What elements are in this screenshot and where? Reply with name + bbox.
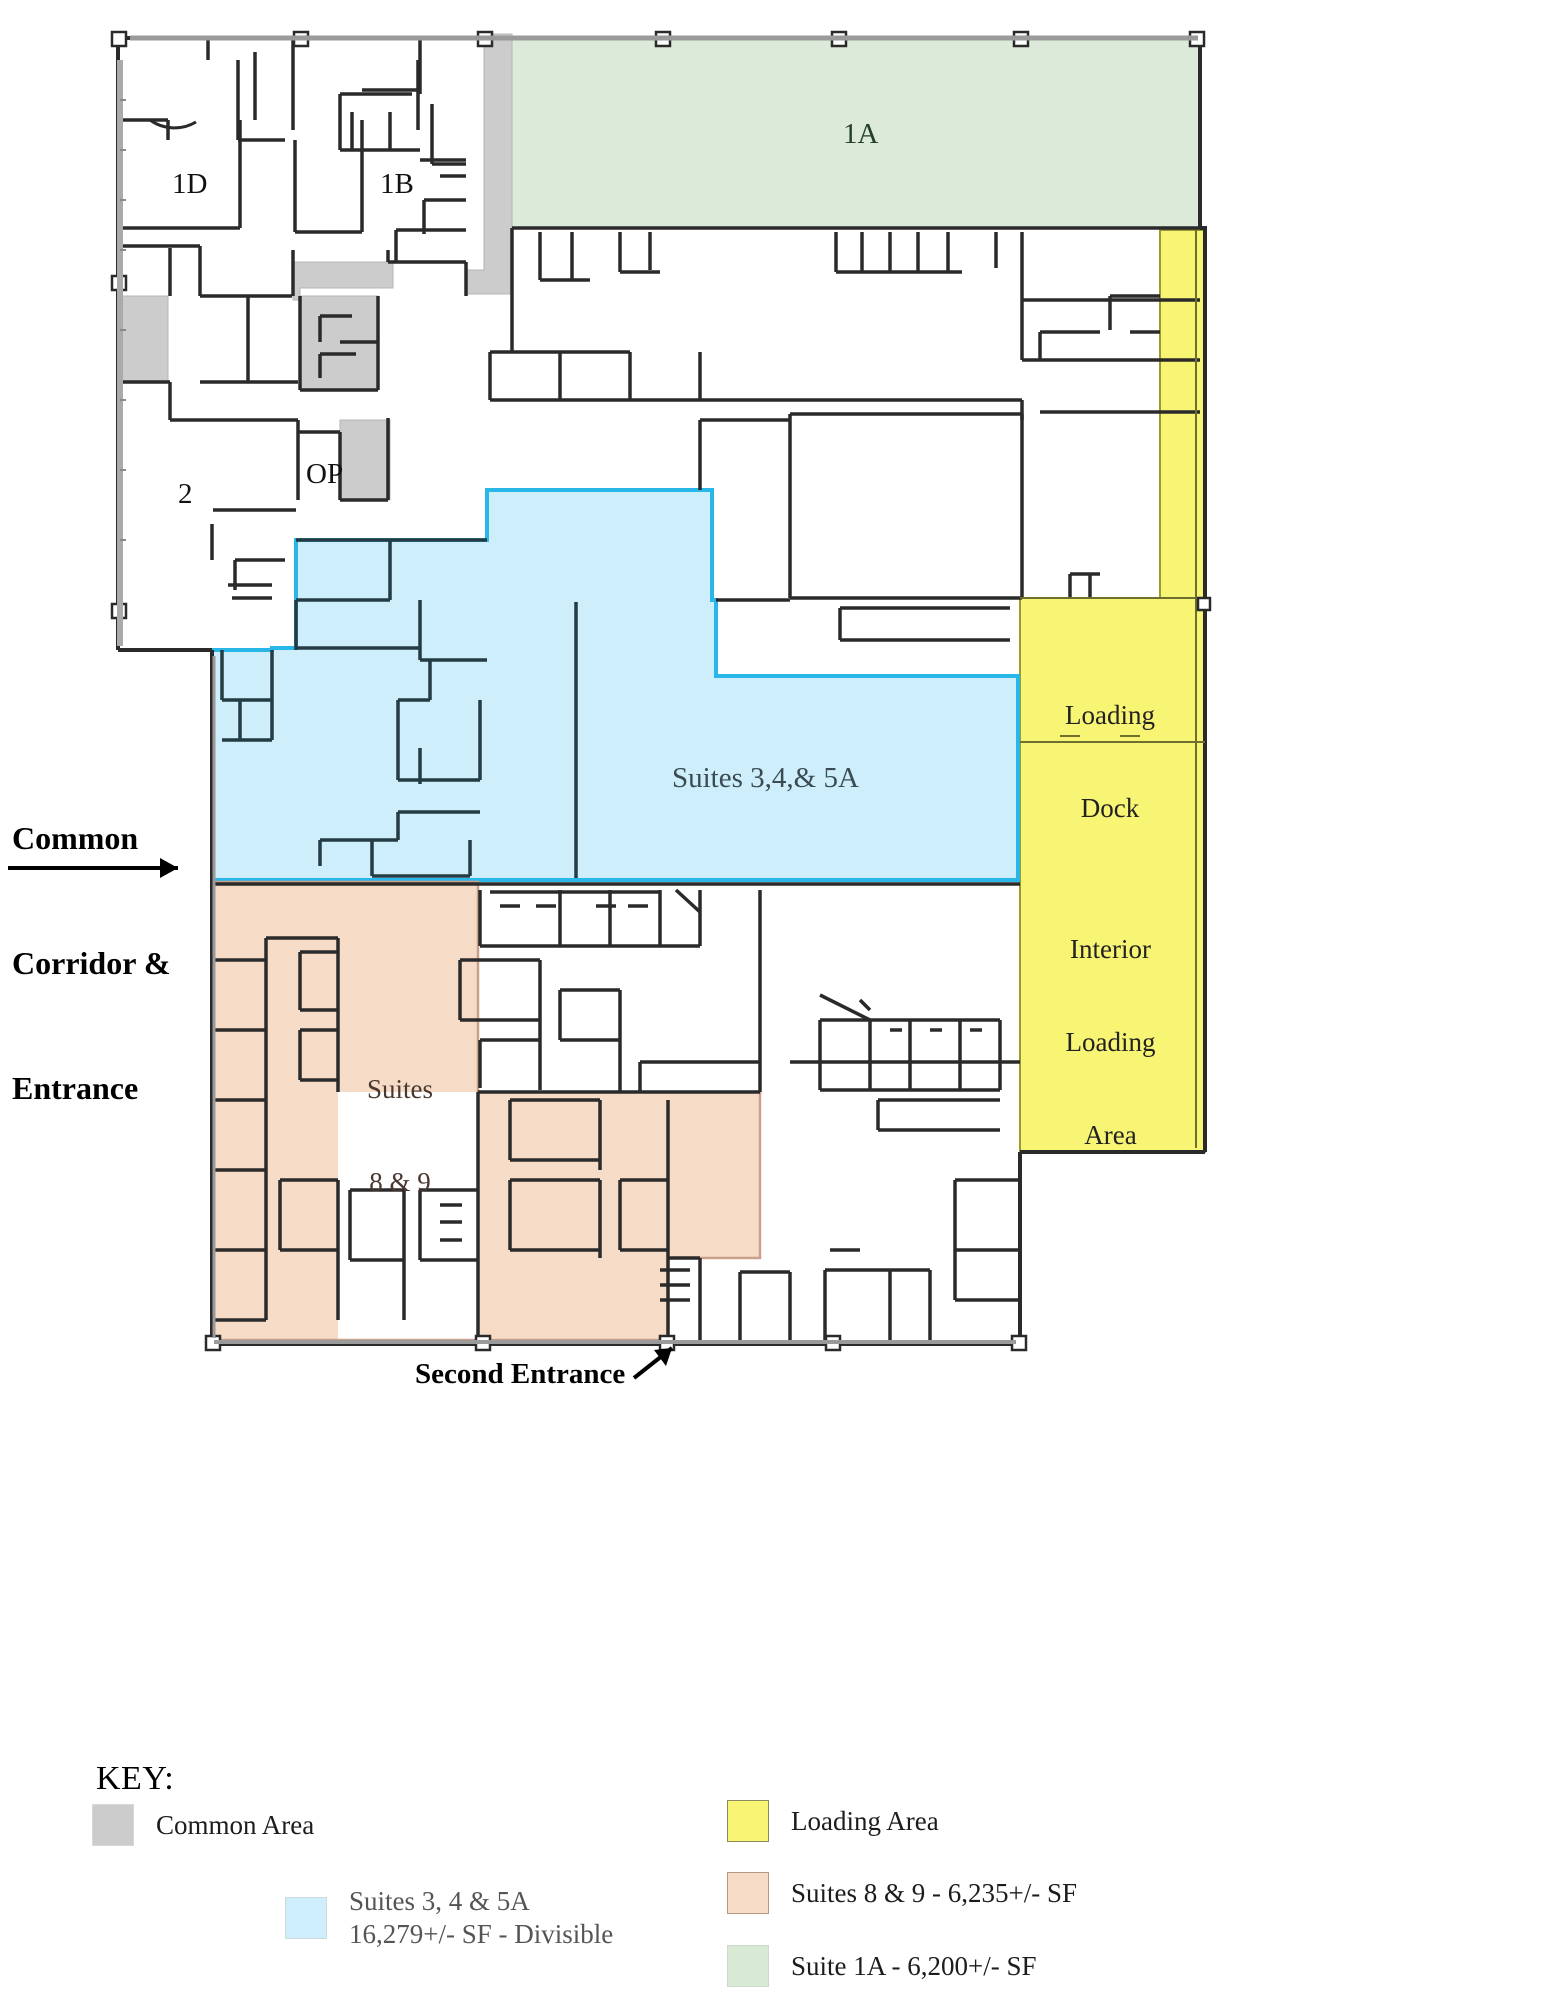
- suite-label-1d: 1D: [172, 168, 208, 200]
- legend-label-suites-345a-line1: Suites 3, 4 & 5A: [349, 1886, 530, 1916]
- suite-label-1b: 1B: [380, 168, 414, 200]
- area-loading-dock-line2: Dock: [1080, 793, 1140, 824]
- legend-title: KEY:: [96, 1760, 175, 1797]
- suite-label-op: OP: [306, 458, 344, 490]
- legend-swatch-suite-1a: [727, 1945, 769, 1987]
- second-entrance-arrow: [632, 1346, 674, 1380]
- area-loading-dock-line1: Loading: [1065, 700, 1155, 731]
- common-corridor-arrow: [8, 858, 178, 878]
- legend-label-suites-345a: Suites 3, 4 & 5A 16,279+/- SF - Divisibl…: [349, 1885, 613, 1951]
- area-interior-loading-area: Interior Loading Area: [1038, 872, 1183, 1214]
- callout-corridor-line1: Common: [12, 820, 139, 857]
- legend-label-common-area: Common Area: [156, 1809, 315, 1840]
- suite-label-2: 2: [178, 478, 193, 510]
- callout-corridor-line3: Entrance: [12, 1069, 139, 1106]
- legend: KEY: Common Area Suites 3, 4 & 5A 16,279…: [0, 1760, 1562, 2000]
- area-suites-89: Suites 8 & 9: [340, 1012, 460, 1260]
- area-loading-dock: Loading Dock: [1040, 638, 1180, 886]
- region-common-gray-e: [339, 419, 391, 501]
- legend-swatch-common-area: [92, 1804, 134, 1846]
- area-interior-loading-line1: Interior: [1070, 934, 1151, 965]
- area-interior-loading-line2: Loading: [1065, 1027, 1156, 1058]
- callout-second-entrance: Second Entrance: [415, 1358, 626, 1390]
- legend-item-suites-89: Suites 8 & 9 - 6,235+/- SF: [727, 1872, 1077, 1914]
- legend-swatch-suites-89: [727, 1872, 769, 1914]
- legend-item-suite-1a: Suite 1A - 6,200+/- SF: [727, 1945, 1037, 1987]
- suite-label-1a: 1A: [843, 118, 879, 150]
- suites-345a-walls: [220, 538, 578, 878]
- legend-swatch-loading-area: [727, 1800, 769, 1842]
- center-upper-walls: [488, 226, 1200, 642]
- region-common-gray-a: [465, 33, 513, 295]
- left-wing-walls: [118, 38, 468, 602]
- region-suites-345a: [210, 488, 1020, 882]
- legend-label-suite-1a: Suite 1A - 6,200+/- SF: [791, 1950, 1037, 1981]
- callout-corridor-line2: Corridor &: [12, 944, 171, 981]
- legend-item-common-area: Common Area: [92, 1804, 314, 1846]
- legend-label-suites-345a-line2: 16,279+/- SF - Divisible: [349, 1918, 614, 1949]
- area-suites-89-line2: 8 & 9: [369, 1167, 431, 1198]
- legend-swatch-suites-345a: [285, 1896, 327, 1939]
- legend-label-suites-89: Suites 8 & 9 - 6,235+/- SF: [791, 1877, 1078, 1908]
- legend-item-loading-area: Loading Area: [727, 1800, 939, 1842]
- south-wing-walls: [212, 882, 1020, 1340]
- area-suites-345a: Suites 3,4,& 5A: [672, 762, 859, 794]
- legend-label-loading-area: Loading Area: [791, 1805, 939, 1836]
- legend-item-suites-345a: Suites 3, 4 & 5A 16,279+/- SF - Divisibl…: [285, 1885, 613, 1951]
- region-common-gray-c: [117, 295, 169, 383]
- callout-common-corridor-entrance: Common Corridor & Entrance: [12, 735, 170, 1193]
- exterior-wall-hatch: [117, 35, 1198, 1344]
- loading-area-walls: [1020, 230, 1205, 1148]
- area-interior-loading-line3: Area: [1084, 1120, 1137, 1151]
- area-suites-89-line1: Suites: [366, 1074, 433, 1105]
